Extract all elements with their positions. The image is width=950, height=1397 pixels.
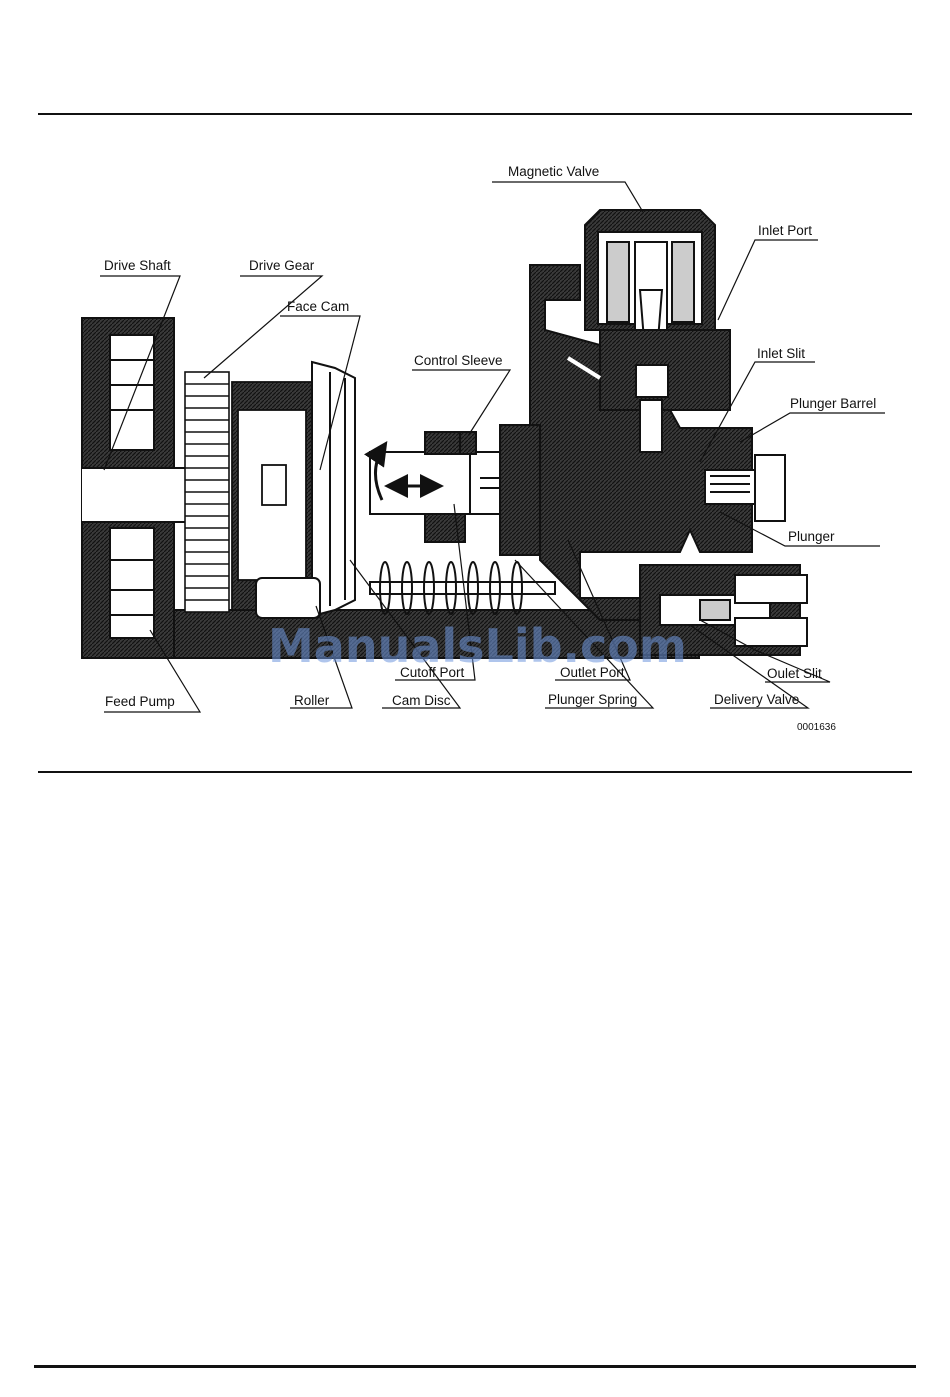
label-plunger-barrel: Plunger Barrel [790, 396, 876, 411]
label-drive-gear: Drive Gear [249, 258, 315, 273]
figure-code: 0001636 [797, 722, 836, 733]
label-inlet-port: Inlet Port [758, 223, 812, 238]
watermark: ManualsLib.com [268, 619, 687, 673]
label-delivery-valve: Delivery Valve [714, 692, 799, 707]
label-control-sleeve: Control Sleeve [414, 353, 503, 368]
label-magnetic-valve: Magnetic Valve [508, 164, 599, 179]
label-cam-disc: Cam Disc [392, 693, 451, 708]
cam-disc [312, 362, 355, 616]
roller [256, 578, 320, 618]
label-plunger-spring: Plunger Spring [548, 692, 637, 707]
label-inlet-slit: Inlet Slit [757, 346, 805, 361]
plunger-spring [370, 562, 555, 614]
label-face-cam: Face Cam [287, 299, 349, 314]
label-roller: Roller [294, 693, 330, 708]
label-feed-pump: Feed Pump [105, 694, 175, 709]
label-drive-shaft: Drive Shaft [104, 258, 171, 273]
label-oulet-slit: Oulet Slit [767, 666, 822, 681]
label-plunger: Plunger [788, 529, 835, 544]
drive-gear [185, 372, 229, 612]
face-cam-hub [232, 382, 312, 610]
